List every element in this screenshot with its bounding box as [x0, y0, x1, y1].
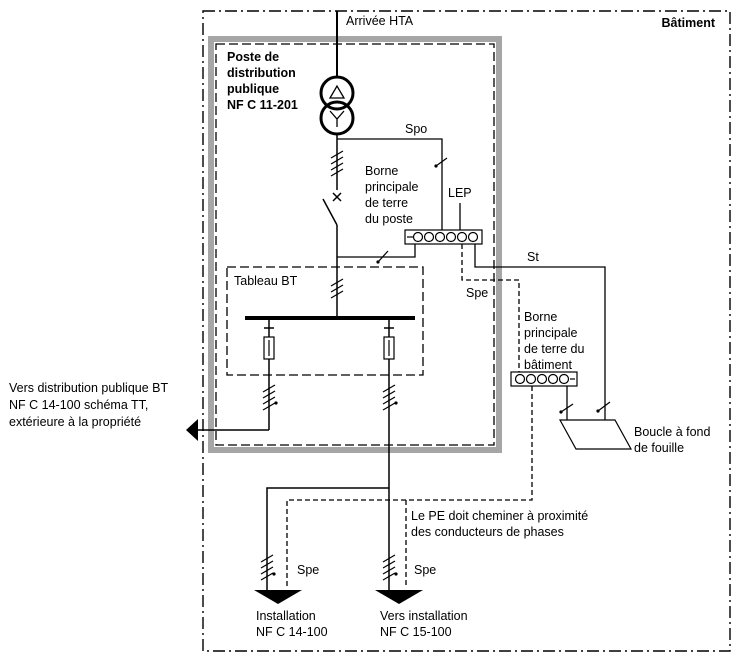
spo-tick: [435, 157, 448, 167]
borne-to-boucle-dot: [559, 410, 563, 414]
poste-inner-boundary: [215, 43, 495, 446]
label-vers-dist-1: Vers distribution publique BT: [9, 381, 168, 395]
cable-marks-1: [330, 150, 344, 177]
st-dot: [596, 409, 600, 413]
boucle-fond-fouille: [558, 419, 633, 450]
label-poste-3: publique: [227, 82, 279, 96]
label-install-right-2: NF C 15-100: [380, 625, 452, 639]
label-borne-bat-2: principale: [524, 326, 578, 340]
label-borne-bat-3: de terre du: [524, 342, 585, 356]
tableau-bt-box: [226, 266, 424, 376]
label-spe-main: Spe: [466, 286, 488, 300]
label-spe-right: Spe: [414, 563, 436, 577]
label-poste-1: Poste de: [227, 50, 279, 64]
cable-marks-2: [330, 278, 344, 299]
label-borne-poste-2: principale: [365, 180, 419, 194]
right-installation-marks: [382, 554, 398, 581]
borne-to-boucle-tick: [560, 403, 574, 413]
building-boundary: [202, 10, 731, 652]
label-borne-poste-1: Borne: [365, 164, 398, 178]
label-spo: Spo: [405, 122, 427, 136]
right-feeder: [382, 318, 398, 590]
label-poste-2: distribution: [227, 66, 296, 80]
label-batiment: Bâtiment: [662, 16, 716, 30]
spo-line: [337, 138, 443, 230]
neutral-earth-line: [337, 244, 416, 258]
transformer-symbol: [319, 75, 355, 136]
label-boucle-2: de fouille: [634, 441, 684, 455]
left-feeder: [196, 318, 278, 431]
label-install-left-2: NF C 14-100: [256, 625, 328, 639]
install-left-arrow: [254, 590, 302, 604]
neutral-earth-dot: [376, 260, 380, 264]
breaker-x-mark: [332, 192, 342, 202]
label-vers-dist-3: extérieure à la propriété: [9, 415, 141, 429]
label-borne-bat-1: Borne: [524, 310, 557, 324]
label-borne-poste-4: du poste: [365, 212, 413, 226]
label-poste-4: NF C 11-201: [227, 98, 298, 112]
label-install-right-1: Vers installation: [380, 609, 468, 623]
dist-arrow: [186, 419, 198, 441]
label-install-left-1: Installation: [256, 609, 316, 623]
label-lep: LEP: [448, 186, 472, 200]
neutral-earth-tick: [377, 250, 389, 263]
st-line: [474, 244, 606, 420]
borne-poste-terminal: [404, 229, 483, 245]
label-spe-left: Spe: [297, 563, 319, 577]
label-vers-dist-2: NF C 14-100 schéma TT,: [9, 398, 148, 412]
left-installation-feeder: [260, 487, 389, 590]
spo-dot: [434, 164, 438, 168]
switch-blade: [322, 198, 338, 226]
label-borne-bat-4: bâtiment: [524, 358, 572, 372]
label-pe-note-2: des conducteurs de phases: [411, 525, 564, 539]
install-right-arrow: [375, 590, 423, 604]
label-st: St: [527, 250, 539, 264]
label-pe-note-1: Le PE doit cheminer à proximité: [411, 509, 588, 523]
borne-batiment-terminal: [510, 371, 578, 387]
label-tableau-bt: Tableau BT: [234, 274, 298, 288]
pe-dashed-main: [286, 386, 533, 588]
label-boucle-1: Boucle à fond: [634, 425, 710, 439]
label-borne-poste-3: de terre: [365, 196, 408, 210]
poste-gray-border: [208, 36, 502, 453]
label-arrivee-hta: Arrivée HTA: [346, 14, 414, 28]
spe-dashed-poste: [461, 244, 520, 372]
st-tick: [597, 401, 611, 412]
